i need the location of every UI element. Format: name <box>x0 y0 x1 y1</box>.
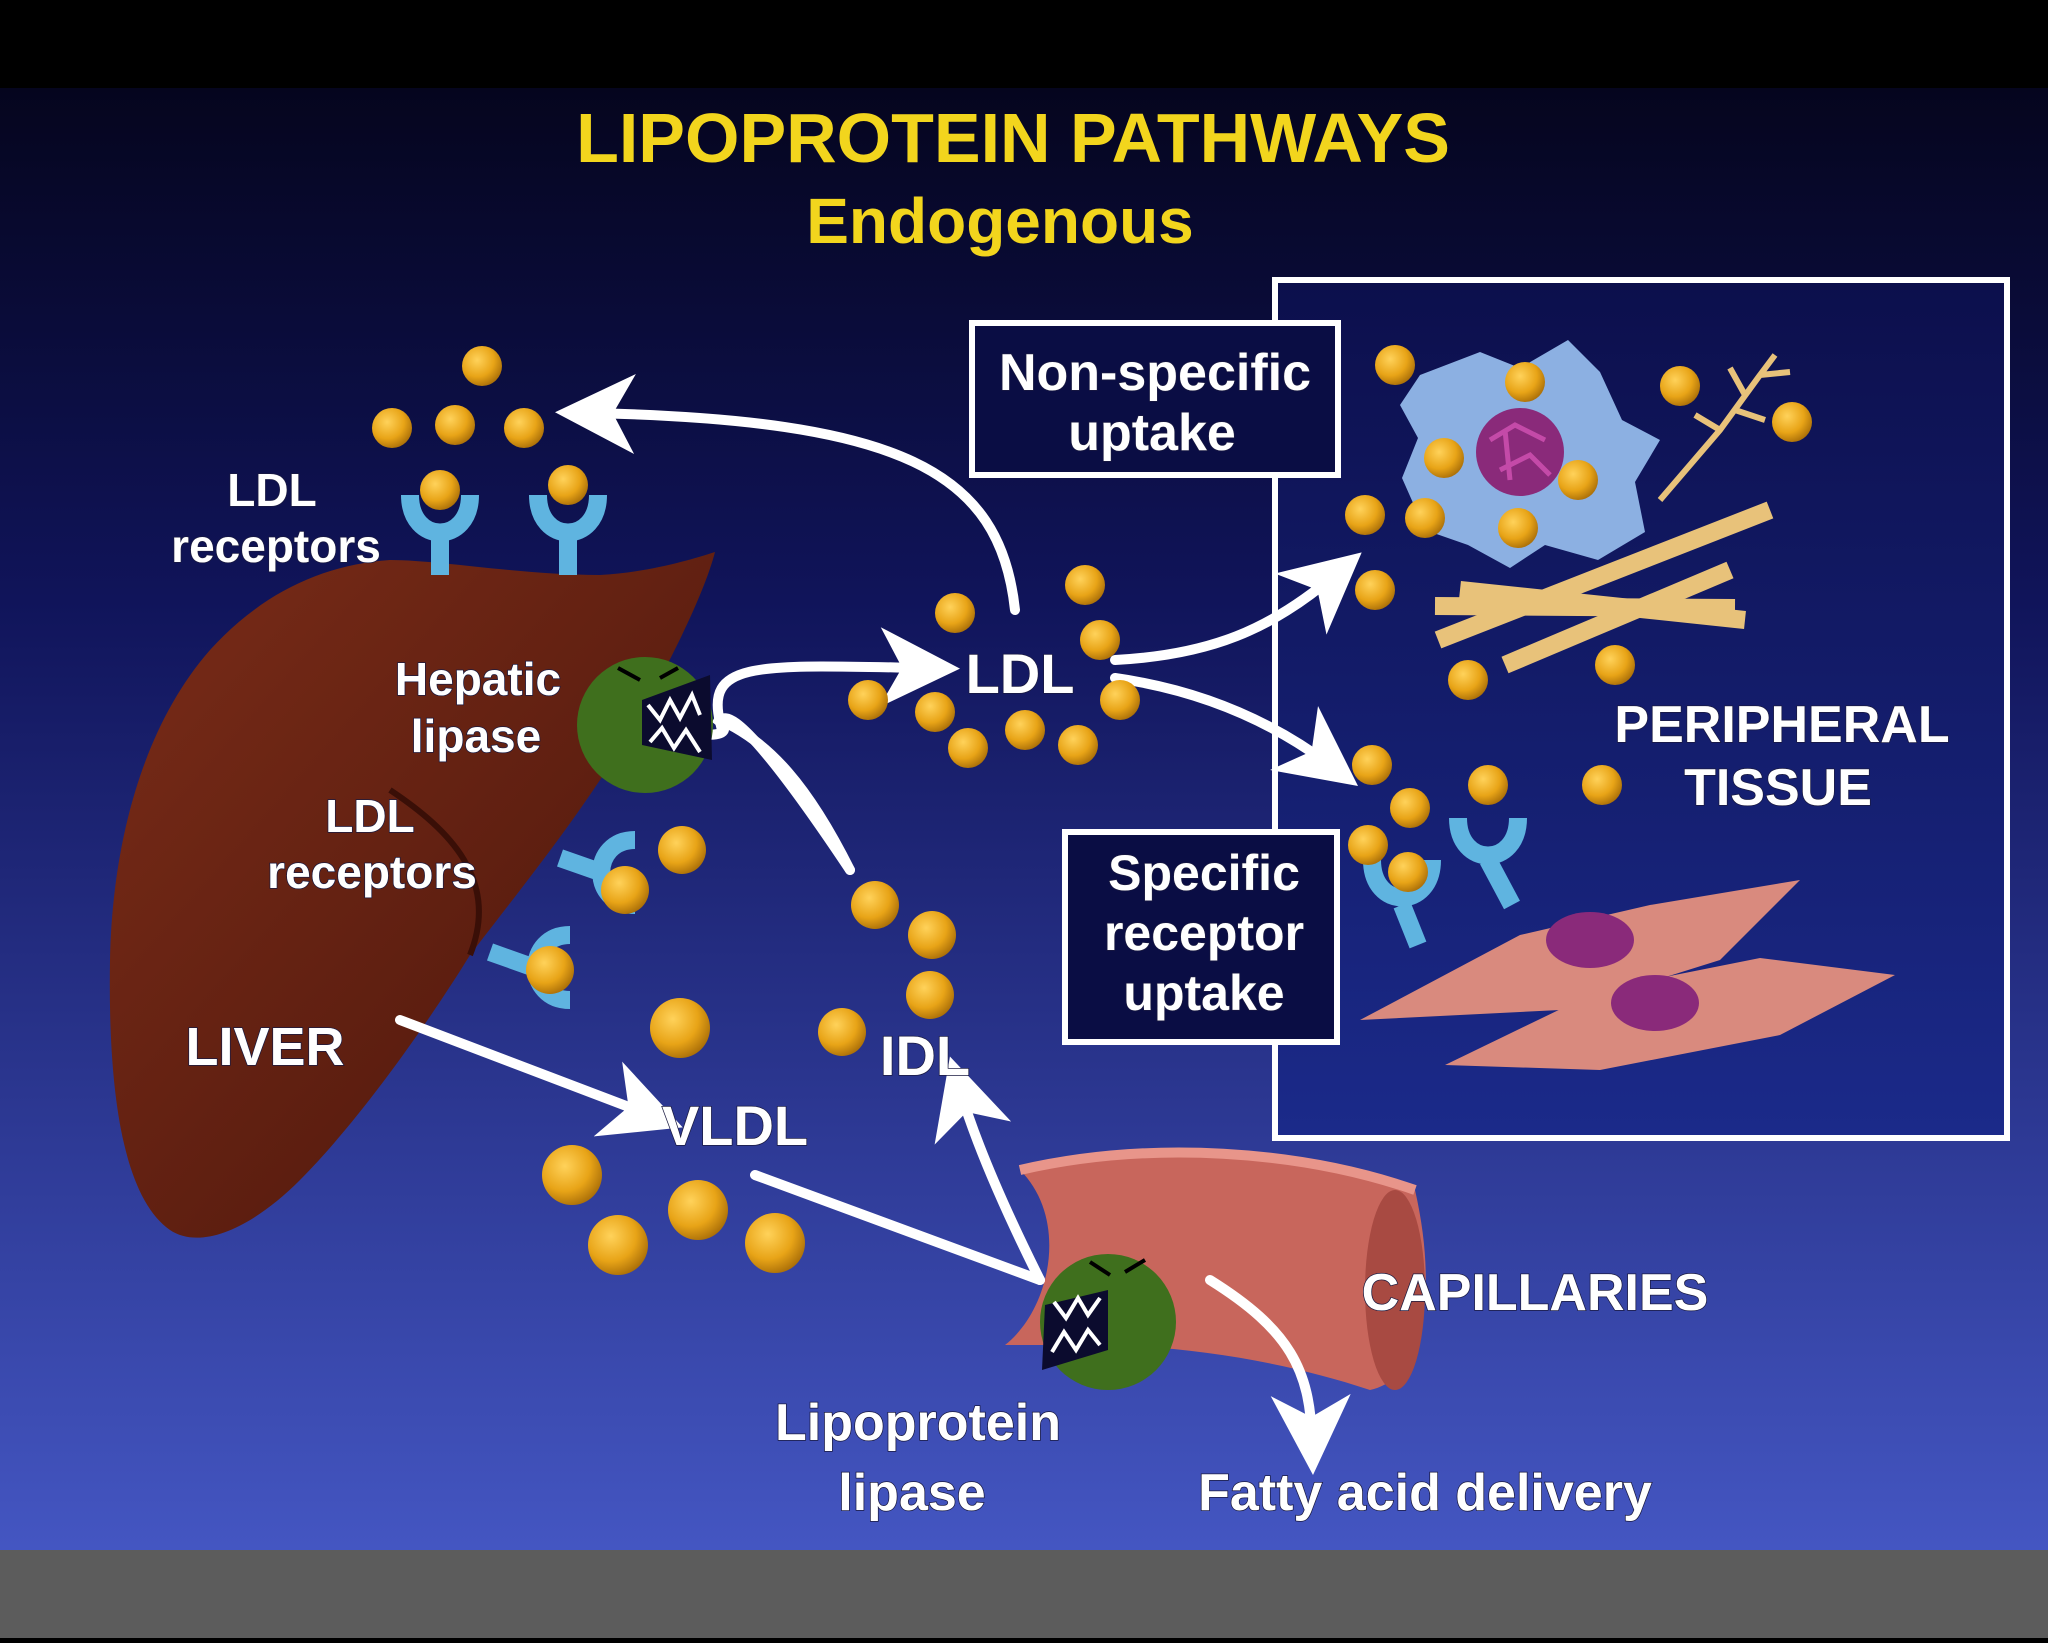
lipoprotein-lipase-line1: Lipoprotein <box>775 1394 1061 1452</box>
particle <box>1065 565 1105 605</box>
particle <box>1390 788 1430 828</box>
muscle-nucleus-1 <box>1546 912 1634 968</box>
ldl-receptors-liver-line1: LDL <box>325 790 414 842</box>
capillaries-label: CAPILLARIES <box>1362 1264 1709 1322</box>
particle <box>1388 852 1428 892</box>
top-bar <box>0 0 2048 48</box>
particle <box>462 346 502 386</box>
arrow-fatty-acid-delivery <box>1205 1275 1351 1475</box>
particle <box>1660 366 1700 406</box>
nonspecific-uptake-line2: uptake <box>1068 404 1236 462</box>
particle <box>1424 438 1464 478</box>
particle <box>504 408 544 448</box>
particle <box>915 692 955 732</box>
diagram-title: LIPOPROTEIN PATHWAYS <box>576 99 1450 177</box>
particle <box>1582 765 1622 805</box>
ldl-receptors-top-line1: LDL <box>227 464 316 516</box>
particle <box>1375 345 1415 385</box>
collagen-fibers <box>1434 501 1774 674</box>
particle <box>906 971 954 1019</box>
receptor-tissue-1 <box>1363 859 1441 949</box>
particle <box>372 408 412 448</box>
particle <box>658 826 706 874</box>
particle <box>745 1213 805 1273</box>
diagram-subtitle: Endogenous <box>806 185 1194 257</box>
specific-uptake-line2: receptor <box>1104 905 1304 961</box>
fibroblast-nucleus <box>1476 408 1564 496</box>
specific-receptor-uptake-box: Specific receptor uptake <box>1062 829 1340 1045</box>
lipoprotein-lipase-line2: lipase <box>838 1464 985 1522</box>
specific-uptake-line1: Specific <box>1108 845 1300 901</box>
ldl-receptors-top-line2: receptors <box>171 520 381 572</box>
particle <box>668 1180 728 1240</box>
hepatic-lipase-enzyme <box>577 657 713 793</box>
particle <box>1468 765 1508 805</box>
particle <box>818 1008 866 1056</box>
hepatic-lipase-line1: Hepatic <box>395 653 561 705</box>
receptor-tissue-2 <box>1449 817 1527 910</box>
hepatic-lipase-line2: lipase <box>411 710 541 762</box>
particle <box>548 465 588 505</box>
particle <box>948 728 988 768</box>
vldl-label: VLDL <box>662 1094 808 1157</box>
particle <box>1348 825 1388 865</box>
lipoprotein-lipase-enzyme <box>1040 1254 1176 1390</box>
ldl-receptors-liver-line2: receptors <box>267 846 477 898</box>
particle <box>908 911 956 959</box>
particle <box>1505 362 1545 402</box>
particle <box>420 470 460 510</box>
liver-label: LIVER <box>185 1017 344 1077</box>
lipoprotein-particles <box>372 345 1812 1275</box>
peripheral-tissue-box <box>1272 277 2010 1141</box>
fatty-acid-delivery-label: Fatty acid delivery <box>1198 1464 1652 1522</box>
particle <box>542 1145 602 1205</box>
particle <box>848 680 888 720</box>
particle <box>1772 402 1812 442</box>
particle <box>1448 660 1488 700</box>
peripheral-tissue-line1: PERIPHERAL <box>1614 696 1949 754</box>
particle <box>1355 570 1395 610</box>
peripheral-tissue-line2: TISSUE <box>1684 759 1872 817</box>
arrow-liver-to-vldl <box>395 1015 683 1137</box>
particle <box>1558 460 1598 500</box>
specific-uptake-line3: uptake <box>1123 965 1284 1021</box>
particle <box>1005 710 1045 750</box>
arrow-ldl-to-liver-receptors <box>555 374 1020 615</box>
arrow-idl-to-ldl <box>712 627 960 875</box>
particle <box>851 881 899 929</box>
particle <box>1498 508 1538 548</box>
arrow-lipase-to-idl <box>934 1056 1045 1285</box>
particle <box>650 998 710 1058</box>
particle <box>1058 725 1098 765</box>
arrow-ldl-to-specific <box>1110 673 1359 786</box>
particle <box>1405 498 1445 538</box>
ldl-label: LDL <box>966 642 1075 705</box>
pathway-arrows <box>395 374 1362 1475</box>
particle <box>935 593 975 633</box>
particle <box>601 866 649 914</box>
particle <box>1345 495 1385 535</box>
receptor-top-1 <box>401 494 479 575</box>
particle <box>1352 745 1392 785</box>
arrow-ldl-to-nonspecific <box>1110 552 1362 665</box>
idl-label: IDL <box>880 1024 970 1087</box>
nonspecific-uptake-line1: Non-specific <box>999 344 1311 402</box>
bottom-bar <box>0 1550 2048 1638</box>
particle <box>1080 620 1120 660</box>
muscle-nucleus-2 <box>1611 975 1699 1031</box>
particle <box>526 946 574 994</box>
particle <box>1100 680 1140 720</box>
arrow-vldl-to-lipase <box>750 1170 1045 1285</box>
liver <box>109 552 715 1238</box>
particle <box>435 405 475 445</box>
nonspecific-uptake-box: Non-specific uptake <box>969 320 1341 478</box>
particle <box>1595 645 1635 685</box>
particle <box>588 1215 648 1275</box>
receptor-top-2 <box>529 494 607 575</box>
nerve-branch <box>1657 353 1791 502</box>
